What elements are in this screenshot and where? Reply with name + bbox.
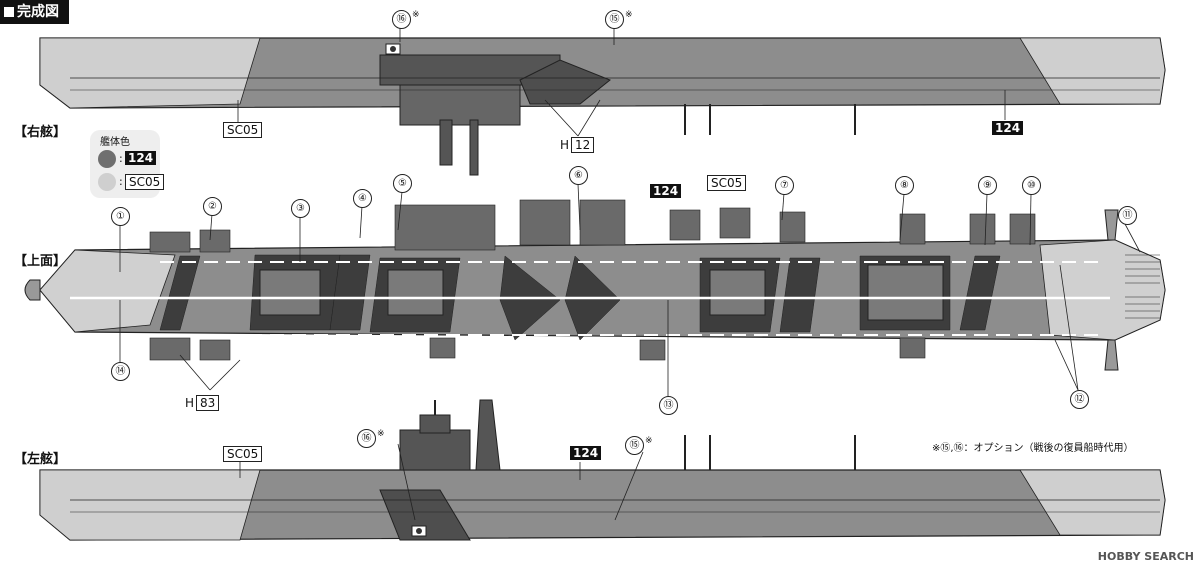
callout-15-top: ⑮ — [605, 10, 624, 29]
paint-124-starboard: 124 — [992, 121, 1024, 135]
callout-7: ⑦ — [775, 176, 794, 195]
callout-14: ⑭ — [111, 362, 130, 381]
starboard-view-label: 【右舷】 — [14, 125, 67, 140]
option-note: ※⑮,⑯：オプション（戦後の復員船時代用） — [932, 443, 1134, 454]
header-title: 完成図 — [17, 4, 59, 20]
callout-10: ⑩ — [1022, 176, 1041, 195]
callout-12: ⑫ — [1070, 390, 1089, 409]
callout-16-top: ⑯ — [392, 10, 411, 29]
top-view-label: 【上面】 — [14, 254, 67, 269]
legend-light-code: SC05 — [125, 174, 165, 190]
callout-8: ⑧ — [895, 176, 914, 195]
hull-color-legend: 艦体色 : 124 : SC05 — [90, 130, 165, 198]
light-color-swatch — [98, 173, 116, 191]
callout-3: ③ — [291, 199, 310, 218]
callout-1: ① — [111, 207, 130, 226]
legend-dark-code: 124 — [125, 151, 157, 165]
leader-lines — [119, 26, 1141, 521]
callout-2: ② — [203, 197, 222, 216]
flight-deck — [24, 199, 1166, 371]
paint-124-port: 124 — [570, 446, 602, 460]
paint-sc05-port: SC05 — [223, 446, 263, 462]
starboard-hull — [39, 37, 1166, 176]
callout-4: ④ — [353, 189, 372, 208]
callout-16-port: ⑯ — [357, 429, 376, 448]
paint-sc05-starboard: SC05 — [223, 122, 263, 138]
part-h83-number: 83 — [196, 395, 220, 411]
port-view-label: 【左舷】 — [14, 452, 67, 467]
dark-color-swatch — [98, 150, 116, 168]
callout-9: ⑨ — [978, 176, 997, 195]
port-hull — [39, 399, 1166, 541]
callout-6: ⑥ — [569, 166, 588, 185]
part-h12-number: 12 — [571, 137, 595, 153]
paint-sc05-deck: SC05 — [707, 175, 747, 191]
section-header: 完成図 — [0, 0, 69, 24]
paint-124-deck: 124 — [650, 184, 682, 198]
watermark: HOBBY SEARCH — [1097, 550, 1194, 563]
part-h-letter: H — [185, 396, 195, 410]
callout-11: ⑪ — [1118, 206, 1137, 225]
square-icon — [4, 7, 14, 17]
legend-title: 艦体色 — [100, 137, 130, 148]
asterisk-mark: ※ — [645, 436, 653, 446]
callout-15-port: ⑮ — [625, 436, 644, 455]
callout-13: ⑬ — [659, 396, 678, 415]
asterisk-mark: ※ — [377, 429, 385, 439]
callout-5: ⑤ — [393, 174, 412, 193]
asterisk-mark: ※ — [625, 10, 633, 20]
part-h-letter: H — [560, 138, 570, 152]
asterisk-mark: ※ — [412, 10, 420, 20]
